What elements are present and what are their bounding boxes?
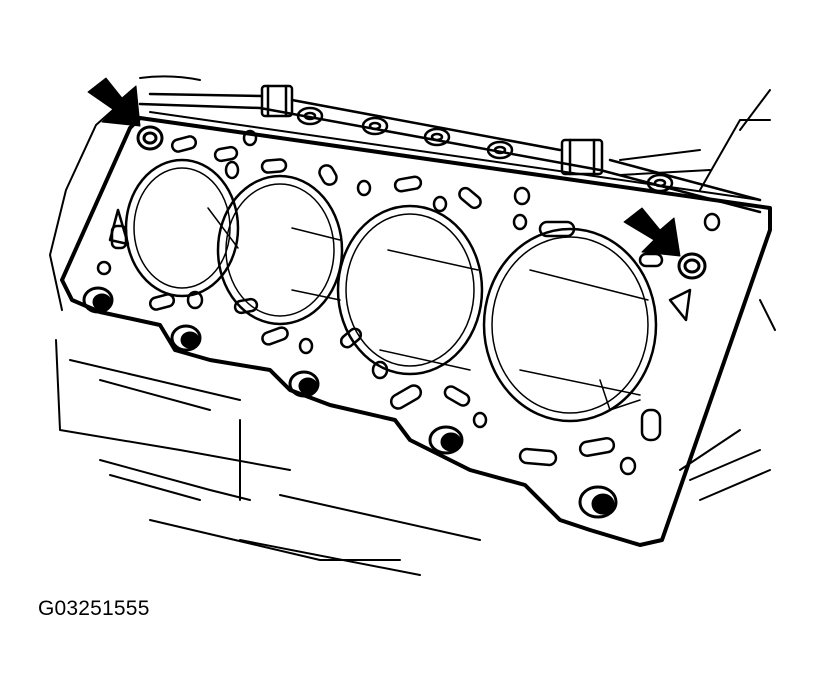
dowel-pins — [136, 125, 707, 280]
cylinder-bore-4 — [482, 227, 658, 423]
bolt-boss — [428, 425, 464, 455]
bolt-boss — [82, 286, 114, 314]
figure-id-label: G03251555 — [38, 597, 150, 620]
head-edge — [138, 84, 762, 214]
bolt-bosses — [82, 286, 618, 519]
engine-block-outline — [49, 75, 776, 576]
cylinder-bore-2 — [216, 174, 344, 326]
bolt-boss — [170, 324, 202, 352]
dowel-pin-right — [677, 252, 707, 280]
gasket-outline — [60, 111, 772, 547]
cylinder-bores — [124, 158, 658, 423]
callout-arrow-left — [87, 77, 141, 127]
gasket-passages — [96, 129, 721, 476]
dowel-pin-left — [136, 125, 164, 151]
callout-arrows — [87, 77, 681, 257]
callout-arrow-right — [623, 207, 681, 257]
gasket-diagram — [49, 75, 776, 576]
bolt-boss — [288, 370, 320, 398]
bolt-boss — [578, 485, 618, 519]
cylinder-bore-3 — [336, 204, 484, 376]
